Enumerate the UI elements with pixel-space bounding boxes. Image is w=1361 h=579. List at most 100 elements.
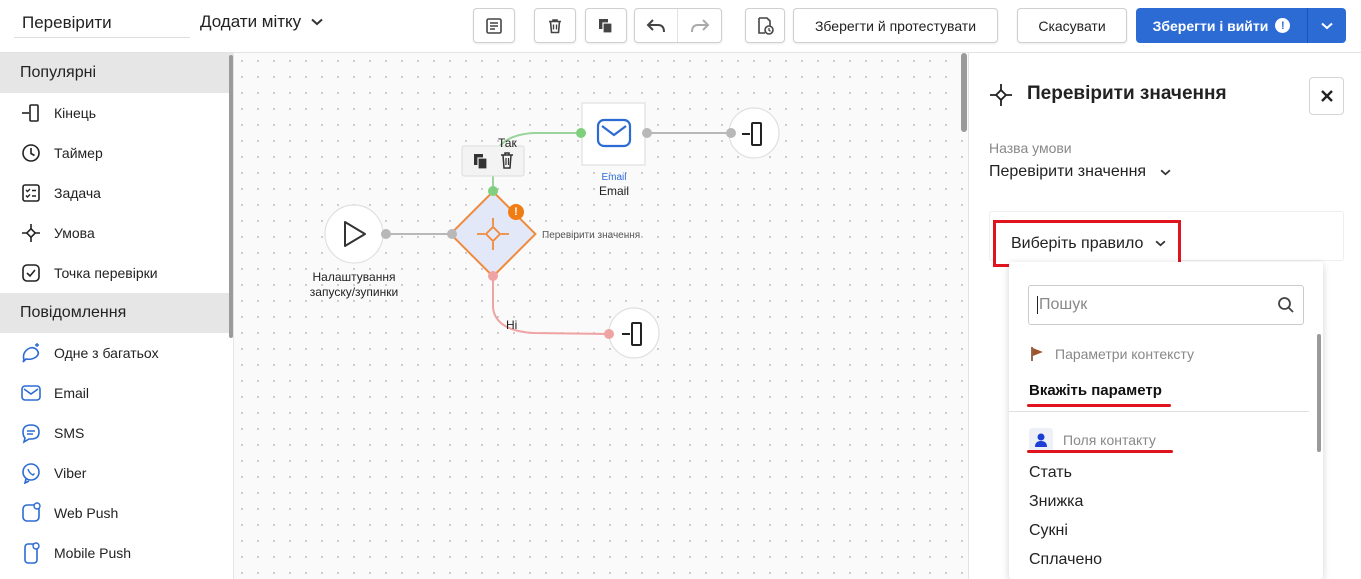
flow-canvas[interactable]: ! Так Ні Налаштування запуску/зупинки Пе… [234,53,968,579]
chevron-down-icon [1321,22,1333,29]
search-placeholder: Пошук [1039,296,1088,313]
save-and-exit-main[interactable]: Зберегти і вийти ! [1136,8,1307,43]
search-icon [1278,297,1294,313]
condition-no-port[interactable] [488,271,498,281]
start-node[interactable] [324,204,384,264]
section-messages: Повідомлення [0,293,233,333]
task-icon [20,182,42,204]
document-clock-icon [758,16,774,35]
sidebar-item-web-push[interactable]: Web Push [0,493,233,533]
sidebar-item-viber[interactable]: Viber [0,453,233,493]
contact-field-option[interactable]: Знижка [1029,493,1084,510]
save-and-exit-button[interactable]: Зберегти і вийти ! [1136,8,1346,43]
panel-title: Перевірити значення [1027,83,1227,104]
sidebar-item-end[interactable]: Кінець [0,93,233,133]
email-output-port[interactable] [642,128,652,138]
copy-button[interactable] [585,8,627,43]
sidebar-item-sms[interactable]: SMS [0,413,233,453]
context-params-label: Параметри контексту [1055,346,1194,362]
delete-button[interactable] [534,8,576,43]
chevron-down-icon [311,18,323,26]
notes-button[interactable] [473,8,515,43]
sidebar-item-label: Кінець [54,105,97,121]
contact-field-option[interactable]: Сплачено [1029,551,1103,568]
save-and-test-button[interactable]: Зберегти й протестувати [793,8,998,43]
canvas-scrollbar[interactable] [961,53,967,132]
sidebar-item-label: Mobile Push [54,545,132,561]
history-buttons [634,8,722,43]
blocks-sidebar: Популярні Кінець Таймер Задача Умова Точ… [0,53,234,579]
email-input-port[interactable] [576,128,586,138]
sidebar-item-email[interactable]: Email [0,373,233,413]
split-divider [1307,8,1308,43]
condition-name-dropdown[interactable]: Перевірити значення [989,163,1171,181]
close-button[interactable] [1309,77,1344,115]
note-icon [486,17,502,34]
end-node-yes[interactable] [728,107,780,159]
highlight-underline [1027,450,1173,453]
contact-fields-group: Поля контакту [1029,428,1156,452]
sidebar-item-timer[interactable]: Таймер [0,133,233,173]
web-push-icon [20,502,42,524]
envelope-icon [596,118,632,148]
condition-icon [20,222,42,244]
contact-fields-label: Поля контакту [1063,432,1156,448]
chevron-down-icon [1160,169,1171,175]
properties-panel: Перевірити значення Назва умови Перевіри… [968,53,1361,579]
condition-name-value: Перевірити значення [989,163,1147,180]
condition-node[interactable] [449,190,537,278]
sidebar-item-label: Viber [54,465,87,481]
contact-field-option[interactable]: Стать [1029,464,1072,481]
sidebar-item-label: Email [54,385,90,401]
start-node-label-line1: Налаштування [312,270,396,284]
add-label-dropdown[interactable]: Додати мітку [200,6,323,38]
checkpoint-icon [20,262,42,284]
end-no-input-port[interactable] [604,329,614,339]
sidebar-item-mobile-push[interactable]: Mobile Push [0,533,233,573]
delete-node-icon[interactable] [501,152,513,169]
toolbar: Перевірити значення Додати мітку Зберегт… [0,0,1361,66]
dropdown-scrollbar[interactable] [1317,334,1321,452]
trash-icon [549,18,561,33]
sidebar-scrollbar[interactable] [229,55,233,338]
yes-branch-label: Так [498,136,517,150]
save-options-toggle[interactable] [1308,8,1346,43]
warning-badge [508,204,524,220]
undo-button[interactable] [635,9,679,42]
context-params-group: Параметри контексту [1029,346,1194,362]
condition-input-port[interactable] [447,229,457,239]
undo-icon [646,18,665,32]
specify-parameter-option[interactable]: Вкажіть параметр [1029,382,1162,399]
email-icon-caption: Email [601,172,627,183]
flag-icon [1031,347,1043,361]
sidebar-item-task[interactable]: Задача [0,173,233,213]
connector-no [492,276,610,335]
start-node-label: Налаштування запуску/зупинки [294,270,414,300]
sidebar-item-condition[interactable]: Умова [0,213,233,253]
add-label-text: Додати мітку [200,12,302,31]
sidebar-item-label: Умова [54,225,95,241]
history-log-button[interactable] [745,8,785,43]
end-yes-input-port[interactable] [726,128,736,138]
select-rule-dropdown[interactable]: Виберіть правило [993,220,1181,267]
search-input[interactable]: Пошук [1028,285,1304,325]
redo-button[interactable] [678,9,721,42]
copy-node-icon[interactable] [474,154,488,170]
end-node-no[interactable] [608,307,660,359]
highlight-underline [1027,404,1171,407]
sidebar-item-label: Web Push [54,505,119,521]
timer-icon [20,142,42,164]
sidebar-item-one-of-many[interactable]: Одне з багатьох [0,333,233,373]
redo-icon [690,18,709,32]
sidebar-item-label: SMS [54,425,85,441]
save-and-exit-label: Зберегти і вийти [1152,17,1269,34]
play-icon [344,221,366,247]
cancel-button[interactable]: Скасувати [1017,8,1127,43]
contact-field-option[interactable]: Сукні [1029,522,1068,539]
flow-title-input[interactable]: Перевірити значення [14,6,190,66]
condition-yes-port[interactable] [488,186,498,196]
start-output-port[interactable] [381,229,391,239]
warning-mark: ! [514,206,518,218]
sidebar-item-checkpoint[interactable]: Точка перевірки [0,253,233,293]
copy-icon [599,18,613,34]
